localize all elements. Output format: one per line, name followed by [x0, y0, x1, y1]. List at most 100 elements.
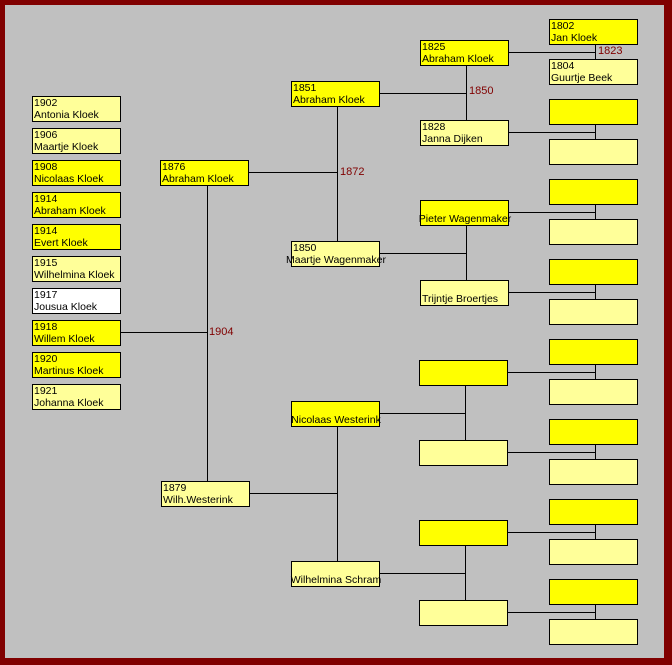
person-name: Trijntje Broertjes — [422, 293, 499, 305]
person-box-empty[interactable] — [419, 360, 508, 386]
person-name: Willem Kloek — [34, 333, 95, 345]
birth-year: 1915 — [34, 257, 58, 269]
person-box-empty[interactable] — [549, 339, 638, 365]
person-name: Jan Kloek — [551, 32, 598, 44]
birth-year: 1825 — [422, 41, 446, 53]
person-box-great-grandparent[interactable]: Pieter Wagenmaker — [419, 200, 511, 226]
marriage-year: 1850 — [469, 85, 494, 97]
person-box-empty[interactable] — [419, 440, 508, 466]
connector-father-line — [248, 106, 338, 241]
birth-year: 1876 — [162, 161, 186, 173]
person-name: Wilhelmina Kloek — [34, 269, 115, 281]
person-name: Pieter Wagenmaker — [418, 213, 512, 225]
person-name: Janna Dijken — [422, 133, 483, 145]
person-name: Guurtje Beek — [551, 72, 613, 84]
person-box-empty[interactable] — [549, 459, 638, 485]
person-name: Maartje Wagenmaker — [286, 254, 386, 266]
person-box-empty[interactable] — [549, 579, 638, 605]
birth-year: 1914 — [34, 193, 58, 205]
person-box-empty[interactable] — [549, 219, 638, 245]
person-name: Antonia Kloek — [34, 109, 99, 121]
person-name: Nicolaas Westerink — [291, 414, 381, 426]
connector-gen3-5 — [507, 364, 596, 379]
connector-gen3-3 — [508, 204, 596, 219]
birth-year: 1906 — [34, 129, 58, 141]
person-box-empty[interactable] — [549, 299, 638, 325]
person-name: Abraham Kloek — [34, 205, 106, 217]
person-name: Wilh.Westerink — [163, 494, 233, 506]
birth-year: 1920 — [34, 353, 58, 365]
connector-gen3-6 — [507, 444, 596, 459]
person-name: Abraham Kloek — [293, 94, 365, 106]
person-box-grandmother-maternal[interactable]: Wilhelmina Schram — [291, 561, 381, 587]
person-box-empty[interactable] — [549, 419, 638, 445]
person-box-empty[interactable] — [549, 259, 638, 285]
connector-gen2-3 — [379, 385, 466, 440]
birth-year: 1902 — [34, 97, 58, 109]
person-box-empty[interactable] — [549, 99, 638, 125]
person-name: Johanna Kloek — [34, 397, 104, 409]
birth-year: 1914 — [34, 225, 58, 237]
marriage-year: 1823 — [598, 45, 623, 57]
birth-year: 1917 — [34, 289, 58, 301]
connector-gen2-1 — [379, 65, 467, 120]
connector-gen3-7 — [507, 524, 596, 539]
marriage-year: 1872 — [340, 166, 365, 178]
person-name: Nicolaas Kloek — [34, 173, 104, 185]
person-box-empty[interactable] — [419, 520, 508, 546]
person-name: Abraham Kloek — [162, 173, 234, 185]
birth-year: 1804 — [551, 60, 575, 72]
connector-children-parents — [120, 185, 208, 481]
connector-gen3-2 — [508, 124, 596, 139]
birth-year: 1921 — [34, 385, 58, 397]
connector-gen3-8 — [507, 604, 596, 619]
person-box-empty[interactable] — [549, 499, 638, 525]
birth-year: 1850 — [293, 242, 317, 254]
connector-mother-line — [249, 426, 338, 561]
person-box-great-grandparent[interactable]: Trijntje Broertjes — [420, 280, 509, 306]
person-name: Martinus Kloek — [34, 365, 104, 377]
birth-year: 1918 — [34, 321, 58, 333]
birth-year: 1802 — [551, 20, 575, 32]
birth-year: 1851 — [293, 82, 317, 94]
person-name: Jousua Kloek — [34, 301, 98, 313]
birth-year: 1879 — [163, 482, 187, 494]
connector-gen3-1 — [508, 44, 596, 59]
person-box-grandfather-maternal[interactable]: Nicolaas Westerink — [291, 401, 381, 427]
connector-gen3-4 — [508, 284, 596, 299]
person-box-empty[interactable] — [549, 139, 638, 165]
person-box-empty[interactable] — [549, 619, 638, 645]
connector-gen2-2 — [379, 225, 467, 280]
person-box-empty[interactable] — [549, 379, 638, 405]
birth-year: 1908 — [34, 161, 58, 173]
connector-lines — [120, 44, 596, 619]
person-name: Maartje Kloek — [34, 141, 99, 153]
person-name: Evert Kloek — [34, 237, 88, 249]
person-box-empty[interactable] — [549, 179, 638, 205]
person-box-empty[interactable] — [549, 539, 638, 565]
person-name: Wilhelmina Schram — [290, 574, 382, 586]
birth-year: 1828 — [422, 121, 446, 133]
marriage-year: 1904 — [209, 326, 234, 338]
person-box-empty[interactable] — [419, 600, 508, 626]
person-name: Abraham Kloek — [422, 53, 494, 65]
connector-gen2-4 — [379, 545, 466, 600]
